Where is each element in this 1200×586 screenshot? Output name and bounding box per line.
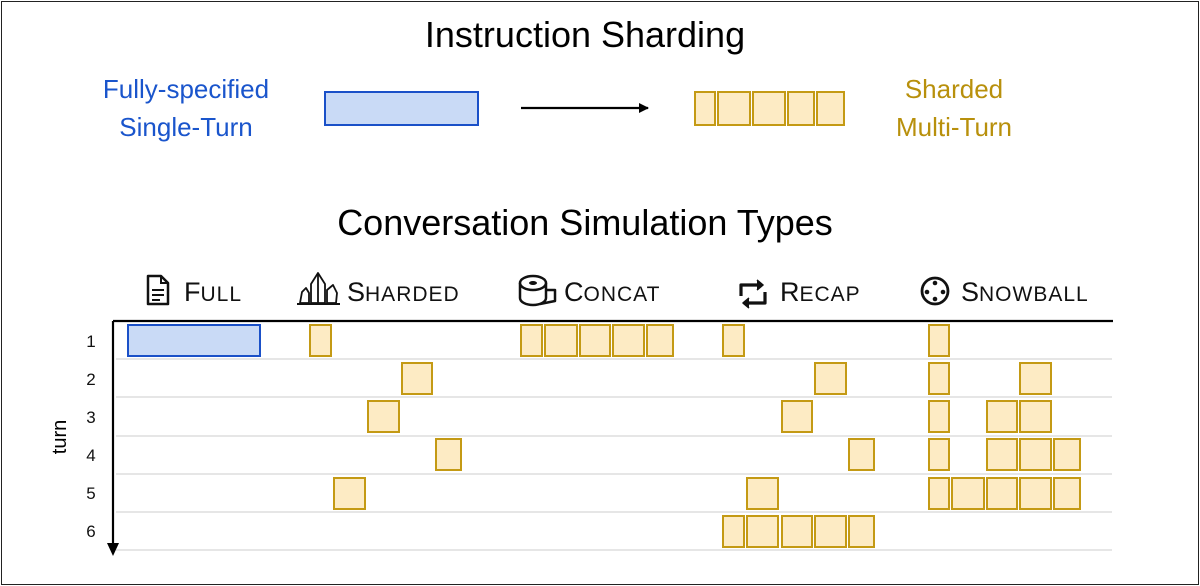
shard-block [928,324,950,357]
shard-block [781,400,813,433]
column-header-concat: CONCAT [564,277,660,307]
shard-block [367,400,400,433]
shards-row [694,91,845,126]
recap-block [781,515,813,548]
shard-block [928,438,950,471]
shard-block [986,477,1018,510]
recap-column [722,324,875,548]
recap-block [746,515,779,548]
tape-icon [518,274,557,307]
turn-number: 1 [86,332,95,351]
shard-block [951,477,985,510]
turn-number: 4 [86,446,95,465]
repeat-icon [739,279,767,309]
shard-block [1053,477,1081,510]
shard-block [848,438,875,471]
shard-block [1019,362,1052,395]
shard-block [435,438,462,471]
shard-block [928,362,950,395]
shard-block [401,362,433,395]
recap-block [722,515,745,548]
document-icon [146,274,170,306]
shard-block [1019,400,1052,433]
shard-block [986,400,1018,433]
turn-axis-label: turn [49,420,71,454]
shard-block [1053,438,1081,471]
shard-block [752,91,786,126]
shard-block [1019,438,1052,471]
shard-block [694,91,716,126]
sharded-label-line1: Sharded [905,74,1003,104]
concat-column [520,324,674,357]
turn-number: 3 [86,408,95,427]
shard-block [579,324,611,357]
shard-block [787,91,815,126]
shard-block [612,324,645,357]
column-header-snowball: SNOWBALL [961,277,1089,307]
shard-block [717,91,751,126]
shard-block [816,91,845,126]
shard-block [986,438,1018,471]
turn-number: 2 [86,370,95,389]
turn-gridlines [116,358,1112,551]
recap-block [814,515,847,548]
shard-block [746,477,779,510]
crystals-icon [297,272,340,305]
turn-number: 6 [86,522,95,541]
fully-specified-label-line2: Single-Turn [119,112,252,142]
snowball-column [928,324,1081,510]
shard-block [722,324,745,357]
full-instruction-turn1 [127,324,261,357]
column-header-full: FULL [184,277,242,307]
shard-block [309,324,332,357]
sharding-title: Instruction Sharding [425,14,745,55]
sharded-label-line2: Multi-Turn [896,112,1012,142]
shard-block [520,324,543,357]
shard-block [544,324,578,357]
shard-block [333,477,366,510]
fully-specified-label-line1: Fully-specified [103,74,269,104]
column-header-sharded: SHARDED [347,277,460,307]
shard-block [928,400,950,433]
turn-axis-arrowhead [107,543,119,556]
shard-block [928,477,950,510]
full-instruction-block [324,91,479,126]
column-header-recap: RECAP [780,277,861,307]
shard-block [814,362,847,395]
recap-block [848,515,875,548]
shard-block [1019,477,1052,510]
shard-block [646,324,674,357]
turn-number: 5 [86,484,95,503]
simulation-title: Conversation Simulation Types [337,202,833,243]
snowball-icon [920,276,950,306]
sharded-column [309,324,462,510]
